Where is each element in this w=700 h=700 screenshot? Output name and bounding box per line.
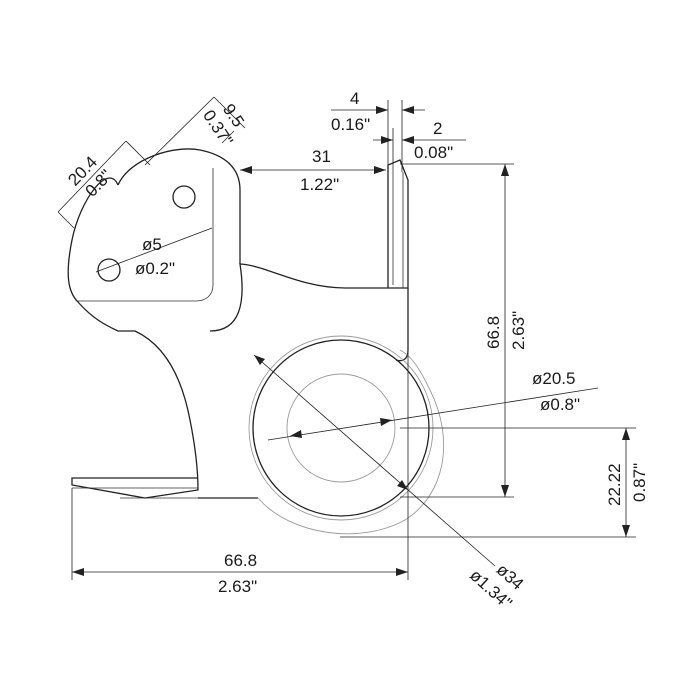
- dimension-inner-diameter: ø20.5 ø0.8": [267, 369, 599, 441]
- dimension-width-imperial: 2.63": [218, 577, 257, 596]
- dimension-hole-spacing: 9.5 0.37": [144, 96, 248, 166]
- dimension-material-side-imperial: 0.08": [414, 143, 453, 162]
- wall-lower-edge: [395, 288, 409, 362]
- corner-body: [67, 159, 409, 499]
- dimension-hole-diameter-imperial: ø0.2": [135, 259, 175, 278]
- ball-ghost-arc: [257, 349, 445, 535]
- mounting-hole-lower: [97, 258, 121, 282]
- dimension-inner-diameter-metric: ø20.5: [532, 369, 575, 388]
- dimension-lobe-width: 20.4 0.8": [57, 140, 151, 229]
- dimension-offset-metric: 22.22: [605, 463, 624, 506]
- wall-inner-edge: [392, 165, 409, 350]
- dimension-flange-inset-metric: 31: [312, 147, 331, 166]
- flange-edge: [72, 487, 198, 499]
- dimension-offset: 22.22 0.87": [340, 427, 649, 538]
- dimension-material-top-metric: 4: [350, 89, 359, 108]
- dimension-height-metric: 66.8: [484, 316, 503, 349]
- lobe-inner-contour: [78, 168, 214, 302]
- dimension-offset-imperial: 0.87": [630, 463, 649, 502]
- dimension-flange-inset: 31 1.22": [240, 147, 386, 194]
- dimension-material-side: 2 0.08": [373, 119, 466, 165]
- dimension-hole-diameter: ø5 ø0.2": [95, 227, 213, 278]
- dimension-material-top-imperial: 0.16": [331, 115, 370, 134]
- ball-corner: [248, 335, 445, 535]
- ball-inner-circle: [286, 373, 396, 483]
- mounting-hole-upper: [172, 185, 196, 209]
- dimension-hole-diameter-metric: ø5: [142, 235, 162, 254]
- dimension-inner-diameter-imperial: ø0.8": [540, 395, 580, 414]
- dimension-outer-diameter: ø34 ø1.34": [253, 354, 527, 613]
- dimension-width-metric: 66.8: [224, 551, 257, 570]
- dimension-height-imperial: 2.63": [509, 311, 528, 350]
- dimension-material-side-metric: 2: [433, 119, 442, 138]
- dimension-flange-inset-imperial: 1.22": [300, 175, 339, 194]
- dimension-width: 66.8 2.63": [71, 350, 409, 596]
- mounting-holes: [97, 185, 196, 282]
- dimension-height: 66.8 2.63": [400, 163, 528, 498]
- lobe-contour: [117, 148, 241, 264]
- dimension-material-top: 4 0.16": [331, 89, 425, 172]
